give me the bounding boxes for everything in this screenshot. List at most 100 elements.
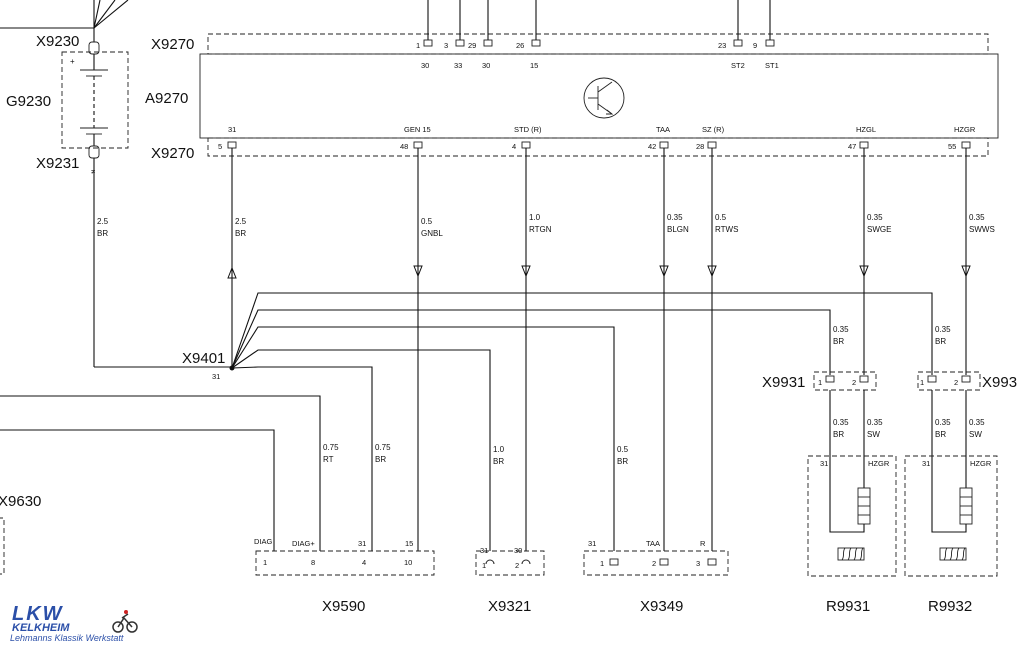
heater-label: 31	[820, 459, 828, 468]
top-pin-term: ST2	[731, 61, 745, 70]
wire-color: BR	[935, 430, 946, 439]
wire-color: GNBL	[421, 229, 443, 238]
wire-size: 0.35	[935, 325, 951, 334]
r9932-label: R9932	[928, 598, 972, 615]
ground-x9401: X9401 31 0.75 RT 0.75 BR 1.0 BR 0.5 BR 0…	[0, 292, 951, 551]
pin-number: 1	[600, 559, 604, 568]
wire-color: BLGN	[667, 225, 689, 234]
x9401-pin: 31	[212, 372, 220, 381]
wire-size: 0.5	[617, 445, 629, 454]
heating-icon	[939, 547, 967, 561]
pin-number: 1	[263, 558, 267, 567]
connector-x9931: 1 2 X9931 0.35 BR 0.35 SW	[762, 371, 883, 520]
bottom-pin-name: TAA	[656, 125, 670, 134]
connector-x9321: 31 30 1 2 X9321	[475, 546, 545, 615]
bottom-pin-name: STD (R)	[514, 125, 542, 134]
wire-size: 0.35	[969, 418, 985, 427]
heater-r9932: 31 HZGR	[904, 455, 998, 577]
pin-number: 2	[954, 378, 958, 387]
connector-x9349: 31 TAA R 1 2 3 X9349	[583, 539, 729, 615]
svg-text:+: +	[70, 57, 75, 66]
x9401-label: X9401	[182, 350, 225, 367]
pin-name: TAA	[646, 539, 660, 548]
top-pin: 9 ST1	[753, 0, 779, 70]
x9231-label: X9231	[36, 155, 79, 172]
battery-wire-color: BR	[97, 229, 108, 238]
pin-number: 2	[852, 378, 856, 387]
bottom-pin-number: 48	[400, 142, 408, 151]
top-pin-term: 30	[421, 61, 429, 70]
pin-number: 1	[818, 378, 822, 387]
pin-number: 3	[696, 559, 700, 568]
bottom-pin-number: 42	[648, 142, 656, 151]
pin-name: 31	[588, 539, 596, 548]
bottom-pin-name: GEN 15	[404, 125, 431, 134]
x9349-label: X9349	[640, 598, 683, 615]
wire-size: 1.0	[493, 445, 505, 454]
bottom-pin: STD (R) 4 1.0 RTGN	[512, 125, 552, 551]
wire-color: SWWS	[969, 225, 995, 234]
wire-size: 0.5	[421, 217, 433, 226]
wire-color: SW	[969, 430, 982, 439]
pin-name: DIAG+	[292, 539, 315, 548]
svg-text:≠: ≠	[91, 167, 95, 176]
wire-size: 0.35	[867, 418, 883, 427]
bottom-pin-number: 28	[696, 142, 704, 151]
wire-size: 0.35	[833, 325, 849, 334]
bottom-pin-name: 31	[228, 125, 236, 134]
wire-color: BR	[935, 337, 946, 346]
pin-number: 8	[311, 558, 315, 567]
top-pin: 1 30	[416, 0, 433, 70]
bottom-pin: SZ (R) 28 0.5 RTWS	[696, 125, 738, 551]
pin-name: DIAG	[254, 537, 273, 546]
bottom-pin-name: SZ (R)	[702, 125, 725, 134]
heating-icon	[837, 547, 865, 561]
wire-color: BR	[617, 457, 628, 466]
wire-size: 0.75	[323, 443, 339, 452]
top-pin-number: 26	[516, 41, 524, 50]
bottom-pin-name: HZGR	[954, 125, 976, 134]
heater-label: HZGR	[868, 459, 890, 468]
pin-name: R	[700, 539, 706, 548]
motorcycle-icon	[112, 610, 138, 633]
top-pin-number: 9	[753, 41, 757, 50]
heater-label: 31	[922, 459, 930, 468]
x9931-label: X9931	[762, 374, 805, 391]
wire-size: 0.35	[969, 213, 985, 222]
heater-r9931: 31 HZGR	[807, 455, 897, 577]
wire-color: BR	[235, 229, 246, 238]
bottom-pin: HZGR 55 0.35 SWWS	[948, 125, 995, 375]
wire-color: BR	[833, 337, 844, 346]
top-pin-term: 15	[530, 61, 538, 70]
wire-color: SWGE	[867, 225, 891, 234]
wire-color: RTGN	[529, 225, 552, 234]
bottom-pin: GEN 15 48 0.5 GNBL	[400, 125, 443, 551]
logo-line1: LKW	[12, 603, 64, 625]
battery-g9230: + ≠ X9230 G9230 X9231 2.5 BR	[0, 0, 232, 368]
wire-size: 0.5	[715, 213, 727, 222]
bottom-pin-name: HZGL	[856, 125, 876, 134]
pin-number: 2	[515, 561, 519, 570]
module-a9270: X9270 A9270 X9270	[145, 33, 999, 162]
wire-size: 1.0	[529, 213, 541, 222]
wire-size: 0.75	[375, 443, 391, 452]
logo-line2: KELKHEIM	[12, 622, 70, 634]
top-pin: 23 ST2	[718, 0, 745, 70]
bottom-pin: HZGL 47 0.35 SWGE	[848, 125, 891, 375]
wire-size: 0.35	[667, 213, 683, 222]
x9230-label: X9230	[36, 33, 79, 50]
x9270-bottom-label: X9270	[151, 145, 194, 162]
pin-number: 4	[362, 558, 366, 567]
connector-x9932: 1 2 X993 0.35 BR 0.35 SW	[917, 371, 1017, 520]
pin-number: 2	[652, 559, 656, 568]
bottom-pin: 31 5 2.5 BR	[218, 125, 247, 367]
x9590-label: X9590	[322, 598, 365, 615]
wire-color: RTWS	[715, 225, 738, 234]
heater-label: HZGR	[970, 459, 992, 468]
bottom-pin-number: 47	[848, 142, 856, 151]
x9630-label: X9630	[0, 493, 41, 510]
wire-color: RT	[323, 455, 334, 464]
top-pin-number: 29	[468, 41, 476, 50]
top-pin: 29 30	[468, 0, 493, 70]
